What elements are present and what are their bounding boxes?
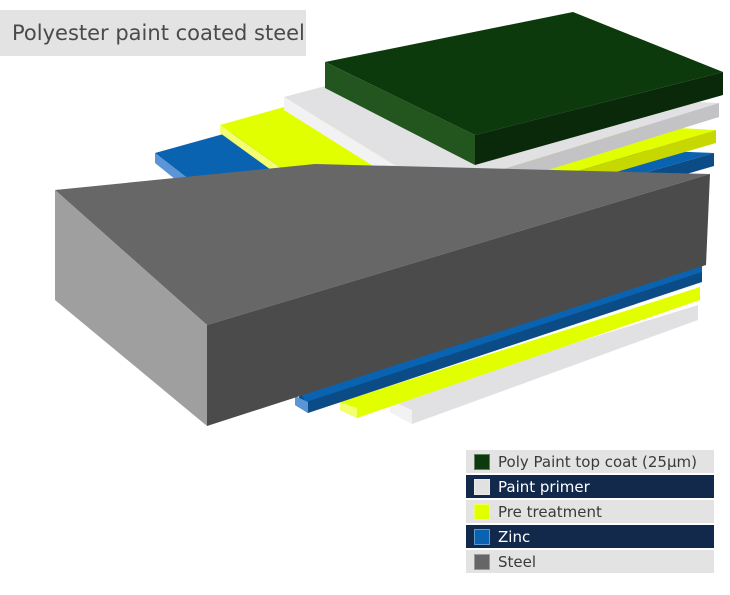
bottom-primer-front-face [390, 305, 698, 424]
steel-side-face [55, 190, 207, 426]
legend-item-steel: Steel [466, 550, 714, 573]
grey-square-icon [474, 553, 490, 570]
bottom-primer-side-face [390, 400, 412, 424]
top-coat-side-face [325, 62, 475, 165]
light-grey-square-icon [474, 478, 490, 495]
legend-label: Poly Paint top coat (25μm) [498, 452, 697, 471]
top-coat-layer [325, 12, 723, 165]
legend-label: Pre treatment [498, 502, 602, 521]
legend: Poly Paint top coat (25μm) Paint primer … [466, 450, 714, 575]
top-coat-top-face [325, 12, 723, 135]
bottom-pretreatment-side-face [340, 402, 357, 418]
legend-item-zinc: Zinc [466, 525, 714, 548]
steel-front-face [207, 174, 710, 426]
bottom-zinc-side-face [295, 396, 308, 413]
blue-square-icon [474, 528, 490, 545]
top-coat-front-face [475, 72, 723, 165]
bottom-zinc-top-face [300, 265, 702, 402]
bottom-primer-layer [390, 305, 698, 424]
diagram-title: Polyester paint coated steel [0, 10, 306, 56]
steel-top-face [55, 164, 710, 325]
legend-item-top-coat: Poly Paint top coat (25μm) [466, 450, 714, 473]
legend-label: Zinc [498, 527, 531, 546]
yellow-square-icon [474, 503, 490, 520]
bottom-pretreatment-layer [340, 287, 700, 418]
dark-green-square-icon [474, 453, 490, 470]
bottom-zinc-layer [295, 265, 702, 413]
legend-item-pre-treatment: Pre treatment [466, 500, 714, 523]
steel-core [55, 164, 710, 426]
legend-item-paint-primer: Paint primer [466, 475, 714, 498]
legend-label: Steel [498, 552, 537, 571]
bottom-pretreatment-front-face [340, 287, 700, 418]
legend-label: Paint primer [498, 477, 590, 496]
